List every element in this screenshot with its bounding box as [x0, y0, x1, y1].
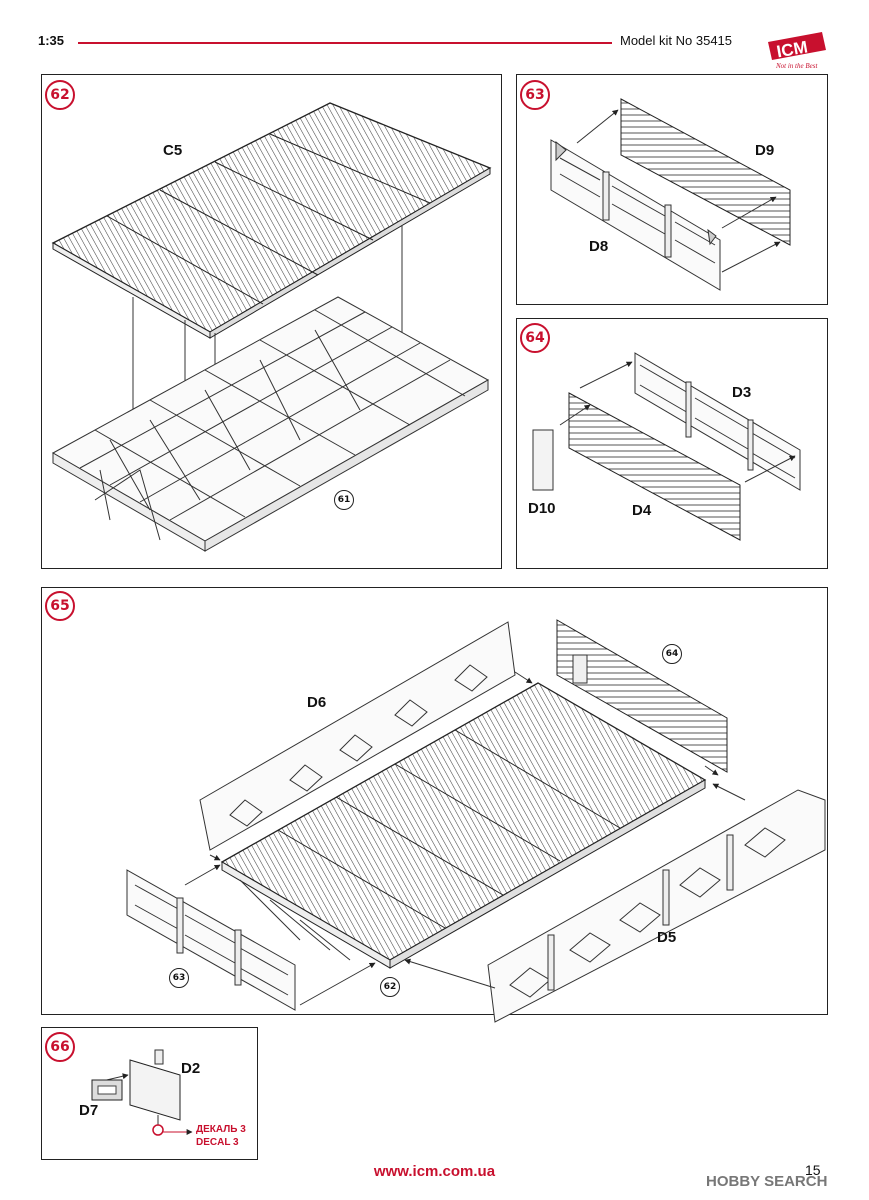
step-66-number: 66 — [45, 1032, 75, 1062]
label-d4: D4 — [632, 502, 652, 519]
decal-ru-label: ДЕКАЛЬ 3 — [196, 1124, 246, 1135]
ref-61: 61 — [334, 490, 354, 510]
brand-tagline: Not in the Best — [775, 62, 818, 70]
ref-63: 63 — [169, 968, 189, 988]
ref-62: 62 — [380, 977, 400, 997]
label-d9: D9 — [755, 142, 775, 159]
label-d7: D7 — [79, 1102, 99, 1119]
label-d8: D8 — [589, 238, 609, 255]
decal-en-label: DECAL 3 — [196, 1137, 239, 1148]
step-65-number: 65 — [45, 591, 75, 621]
end-d3-drawing — [634, 352, 801, 491]
end-64-drawing — [556, 619, 728, 776]
platform-c5-drawing — [51, 102, 492, 496]
label-d2: D2 — [181, 1060, 201, 1077]
page-number: 15 — [805, 1162, 821, 1178]
label-c5: C5 — [163, 142, 183, 159]
panel-d9-drawing — [576, 98, 791, 273]
side-d5-drawing — [404, 783, 826, 1023]
frame-61-drawing — [51, 296, 490, 552]
step-64-number: 64 — [520, 323, 550, 353]
step-62-number: 62 — [45, 80, 75, 110]
watermark: HOBBY SEARCH — [706, 1173, 828, 1190]
label-d10: D10 — [528, 500, 556, 517]
header-rule — [78, 42, 612, 44]
scale-label: 1:35 — [38, 33, 65, 48]
ref-64: 64 — [662, 644, 682, 664]
website-link[interactable]: www.icm.com.ua — [373, 1163, 496, 1180]
bed-assembly-drawing — [220, 682, 707, 969]
icm-logo: ICM Not in the Best — [762, 28, 832, 70]
label-d3: D3 — [732, 384, 752, 401]
label-d5: D5 — [657, 929, 677, 946]
end-63-drawing — [126, 864, 376, 1011]
step-63-number: 63 — [520, 80, 550, 110]
label-d6: D6 — [307, 694, 327, 711]
panel-d4-drawing — [532, 361, 796, 541]
side-d8-drawing — [550, 139, 721, 291]
part-d7-drawing — [91, 1079, 123, 1101]
kit-number: Model kit No 35415 — [620, 33, 733, 48]
side-d6-drawing — [199, 621, 533, 861]
part-d2-drawing — [97, 1049, 193, 1136]
